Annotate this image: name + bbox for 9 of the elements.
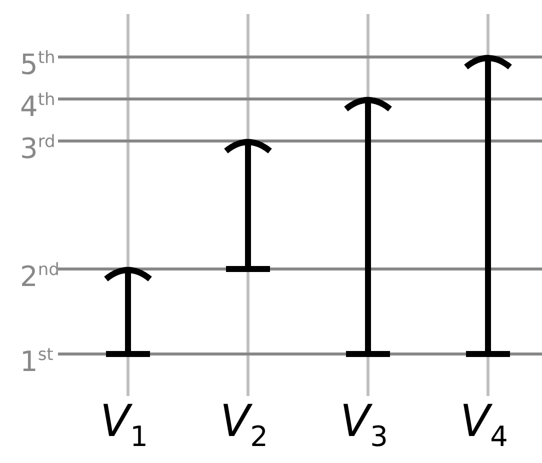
variable-label: V$_{3}$ xyxy=(340,398,388,455)
level-label: 2$^{nd}$ xyxy=(20,259,60,292)
level-label: 4$^{th}$ xyxy=(20,89,56,122)
level-label: 1$^{st}$ xyxy=(20,344,54,377)
variable-label: V$_{2}$ xyxy=(220,398,268,455)
level-label: 5$^{th}$ xyxy=(20,47,56,80)
level-label: 3$^{rd}$ xyxy=(20,131,56,164)
variable-label: V$_{4}$ xyxy=(460,398,508,455)
variable-label: V$_{1}$ xyxy=(100,398,148,455)
